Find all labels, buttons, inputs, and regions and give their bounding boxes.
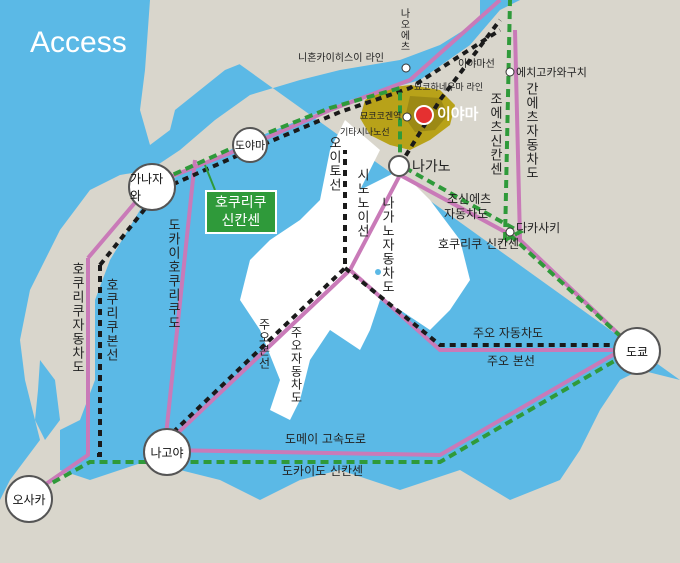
label-myokokogen: 묘코코겐역 <box>360 112 402 122</box>
label-joetsu-shinkansen: 조에츠신칸센 <box>487 92 502 176</box>
naoetsu-station[interactable] <box>401 63 411 73</box>
city-nagoya[interactable]: 나고야 <box>143 428 191 476</box>
label-tomei: 도메이 고속도로 <box>285 432 367 446</box>
label-chuo-main-v: 주오본선 <box>257 318 271 370</box>
label-iiyama-line: 이야마선 <box>458 59 495 70</box>
chuo-main-line <box>163 150 347 442</box>
page-title: Access <box>30 26 127 59</box>
city-nagano-label: 나가노 <box>412 159 451 175</box>
chuo-main-east <box>343 266 630 347</box>
label-myoko-line: 묘코하네우마 라인 <box>414 83 484 93</box>
city-tokyo[interactable]: 도쿄 <box>613 327 661 375</box>
label-hokuriku-shinkansen-small: 호쿠리쿠 신칸센 <box>438 237 520 251</box>
label-hokuriku-main: 호쿠리쿠본선 <box>103 278 118 362</box>
label-kanetsu: 간에츠자동차도 <box>523 82 538 180</box>
badge-line1: 호쿠리쿠 <box>215 195 267 211</box>
city-iiyama-label: 이야마 <box>437 105 479 123</box>
land-bay <box>35 360 60 440</box>
label-tokaido: 도카이도 신칸센 <box>282 464 364 478</box>
label-joshinetsu2: 자동차도 <box>444 207 489 221</box>
lake <box>375 269 381 275</box>
kanetsu-line <box>513 29 522 241</box>
myokokogen-station[interactable] <box>402 112 412 122</box>
label-chuo-expy: 주오 자동차도 <box>473 326 544 340</box>
label-oito: 오이토선 <box>326 136 341 192</box>
tomei-line <box>164 343 632 458</box>
echigo-station[interactable] <box>505 67 515 77</box>
highway-group <box>28 0 632 497</box>
label-kitashinano: 기타시나노선 <box>340 128 390 138</box>
takasaki-tokyo-shinkansen <box>508 233 632 347</box>
label-joshinetsu: 조신에츠 <box>447 192 492 206</box>
badge-line2: 신칸센 <box>221 213 261 229</box>
label-nagano-expy: 나가노자동차도 <box>379 196 394 294</box>
land-peninsula <box>140 0 260 145</box>
city-osaka[interactable]: 오사카 <box>5 475 53 523</box>
city-toyama[interactable]: 도야마 <box>232 127 268 163</box>
label-echigo: 에치고카와구치 <box>516 66 587 79</box>
label-nihonkai: 니혼카이히스이 라인 <box>298 53 384 64</box>
label-shinonoi: 시노노이선 <box>354 168 369 238</box>
chuo-expy-line <box>163 267 630 447</box>
iiyama-marker[interactable] <box>414 105 434 125</box>
takasaki-station[interactable] <box>505 227 515 237</box>
mountains <box>240 120 470 420</box>
iiyama-line <box>398 18 502 167</box>
hokuriku-expy-line <box>28 258 90 497</box>
label-takasaki: 다카사키 <box>516 221 561 235</box>
city-kanazawa[interactable]: 가나자와 <box>128 163 176 211</box>
hokuriku-shinkansen-badge: 호쿠리쿠 신칸센 <box>205 190 277 234</box>
city-nagano-marker[interactable] <box>388 155 410 177</box>
hokuriku-main-line <box>95 265 102 457</box>
tokai-hokuriku-line <box>163 159 197 446</box>
label-chuo-expy-v: 주오자동차도 <box>289 326 303 404</box>
label-hokuriku-expy: 호쿠리쿠자동차도 <box>69 262 84 374</box>
label-chuo-main: 주오 본선 <box>487 354 535 368</box>
badge-pointer <box>204 164 216 191</box>
label-tokai-hokuriku: 도카이호쿠리쿠도 <box>165 218 180 330</box>
label-naoetsu: 나오에츠 <box>398 8 409 52</box>
joetsu-shinkansen <box>503 0 512 241</box>
nagano-expy-line <box>348 174 402 271</box>
